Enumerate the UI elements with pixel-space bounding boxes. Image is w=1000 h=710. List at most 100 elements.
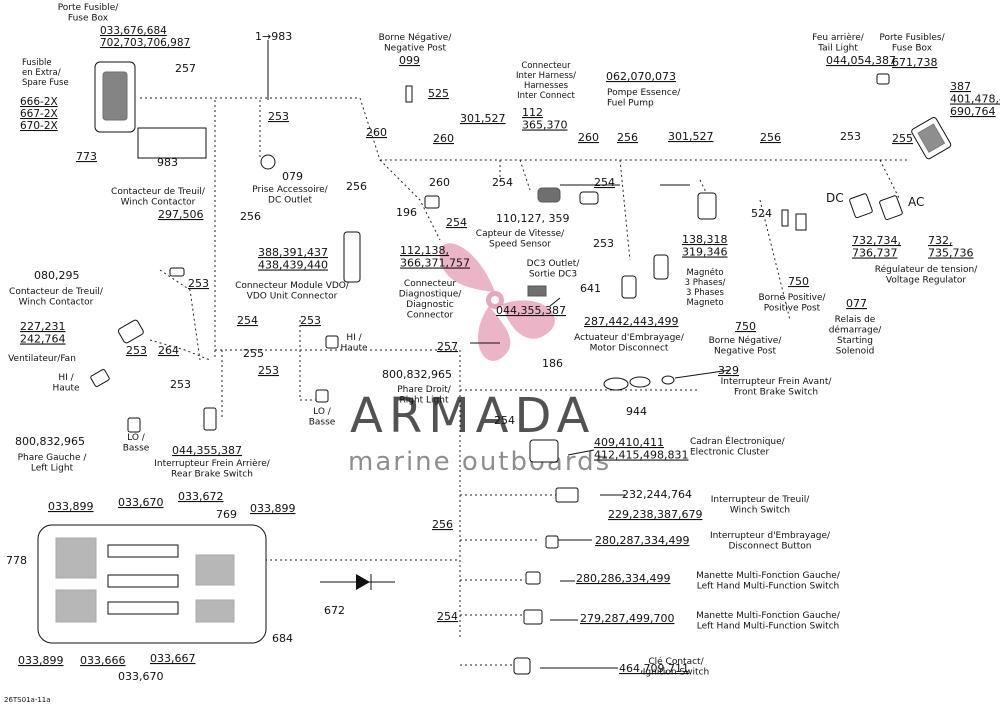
label-line: LO / <box>313 407 332 417</box>
label-line: Ventilateur/Fan <box>8 354 76 364</box>
label-line: 666-2X <box>20 96 58 108</box>
label-line: Solenoid <box>836 347 875 357</box>
label-line: Manette Multi-Fonction Gauche/ <box>696 611 841 621</box>
label-line: Spare Fuse <box>22 78 69 88</box>
label-line: Winch Switch <box>730 506 790 516</box>
label-n196: 196 <box>396 206 417 219</box>
label-line: Ignition Switch <box>643 668 709 678</box>
label-line: Manette Multi-Fonction Gauche/ <box>696 571 841 581</box>
label-line: HI / <box>58 373 74 383</box>
reference-code: 26TS01a-11a <box>4 696 51 704</box>
label-line: 033,666 <box>80 654 126 667</box>
label-n253-g: 253 <box>258 364 279 377</box>
label-n750-a: 750 <box>788 275 809 288</box>
label-n232: 232,244,764 <box>622 488 692 501</box>
wiring-harness <box>120 97 910 666</box>
diagnostic-connector <box>424 195 440 209</box>
label-line: en Extra/ <box>22 68 61 78</box>
ignition-switch <box>513 657 531 675</box>
label-line: 279,287,499,700 <box>580 612 674 625</box>
label-n800-a: 800,832,965 <box>382 368 452 381</box>
label-phare-gauche: Phare Gauche /Left Light <box>18 453 88 474</box>
label-n033-899-a: 033,899 <box>48 500 94 513</box>
label-interrupteur-treuil: Interrupteur de Treuil/Winch Switch <box>711 495 810 516</box>
label-line: HI / <box>346 333 362 343</box>
label-line: Contacteur de Treuil/ <box>9 287 104 297</box>
label-line: 254 <box>446 216 467 229</box>
label-line: 750 <box>735 320 756 333</box>
label-line: Negative Post <box>384 44 447 54</box>
label-n983-top: 1→983 <box>255 30 292 43</box>
label-line: Front Brake Switch <box>734 388 818 398</box>
label-line: 080,295 <box>34 269 80 282</box>
label-line: Rear Brake Switch <box>171 470 253 480</box>
label-line: Pompe Essence/ <box>607 88 681 98</box>
label-line: Inter Connect <box>517 91 575 101</box>
label-cadran: Cadran Électronique/Electronic Cluster <box>690 435 786 458</box>
label-n260-a: 260 <box>366 126 387 139</box>
label-line: VDO Unit Connector <box>247 292 338 302</box>
speed-sensor <box>579 191 599 205</box>
rear-brake-switch <box>203 407 217 431</box>
label-line: 186 <box>542 357 563 370</box>
label-n279: 279,287,499,700 <box>580 612 674 625</box>
label-n672: 672 <box>324 604 345 617</box>
label-line: 044,355,387 <box>496 304 566 317</box>
label-n254-f: 254 <box>437 610 458 623</box>
label-line: 387 <box>950 80 971 93</box>
label-line: Inter Harness/ <box>516 71 576 81</box>
label-line: 033,672 <box>178 490 224 503</box>
leader-arrows <box>267 40 731 669</box>
label-line: 138,318 <box>682 233 728 246</box>
label-line: Fusible <box>22 58 52 68</box>
label-n641: 641 <box>580 282 601 295</box>
label-line: 255 <box>243 347 264 360</box>
fuel-pump <box>653 254 669 280</box>
label-n033-899-c: 033,899 <box>18 654 64 667</box>
label-line: 253 <box>840 130 861 143</box>
label-actuateur: Actuateur d'Embrayage/Motor Disconnect <box>574 333 685 354</box>
label-line: Borne Négative/ <box>709 335 783 346</box>
label-line: Harnesses <box>524 81 569 91</box>
label-line: 253 <box>268 110 289 123</box>
label-n112-757: 112,138,366,371,757 <box>400 244 470 270</box>
label-n260-c: 260 <box>429 176 450 189</box>
label-line: Interrupteur d'Embrayage/ <box>710 531 831 541</box>
right-light-lo <box>315 389 329 403</box>
label-line: 280,286,334,499 <box>576 572 670 585</box>
label-n253-a: 253 <box>268 110 289 123</box>
label-line: 033,899 <box>18 654 64 667</box>
label-n033-670-b: 033,670 <box>118 670 164 683</box>
label-line: 253 <box>300 314 321 327</box>
watermark-title: ARMADA <box>350 388 595 444</box>
label-n044-355: 044,355,387 <box>496 304 566 317</box>
label-n255-a: 255 <box>892 132 913 145</box>
label-line: 242,764 <box>20 333 66 346</box>
label-line: Interrupteur Frein Avant/ <box>721 377 833 387</box>
label-line: Borne Positive/ <box>758 293 826 303</box>
label-line: 366,371,757 <box>400 257 470 270</box>
label-n033-670-a: 033,670 <box>118 496 164 509</box>
negative-post-top <box>405 85 413 103</box>
label-line: Sortie DC3 <box>529 270 577 280</box>
label-line: Haute <box>52 384 80 394</box>
label-line: 257 <box>175 62 196 75</box>
label-interrupteur-embrayage: Interrupteur d'Embrayage/Disconnect Butt… <box>710 531 831 552</box>
label-line: Magnéto <box>686 267 723 278</box>
label-n044-355-b: 044,355,387 <box>172 444 242 457</box>
label-interrupteur-frein-arriere: Interrupteur Frein Arrière/Rear Brake Sw… <box>154 458 271 480</box>
label-line: Clé Contact/ <box>648 656 704 667</box>
label-line: 769 <box>216 508 237 521</box>
label-n329: 329 <box>718 364 739 377</box>
label-n254-b: 254 <box>594 176 615 189</box>
label-connecteur-vdo: Connecteur Module VDO/VDO Unit Connector <box>235 281 350 302</box>
label-line: 287,442,443,499 <box>584 315 678 328</box>
label-n229: 229,238,387,679 <box>608 508 702 521</box>
label-line: DC3 Outlet/ <box>527 259 581 269</box>
label-line: 255 <box>892 132 913 145</box>
